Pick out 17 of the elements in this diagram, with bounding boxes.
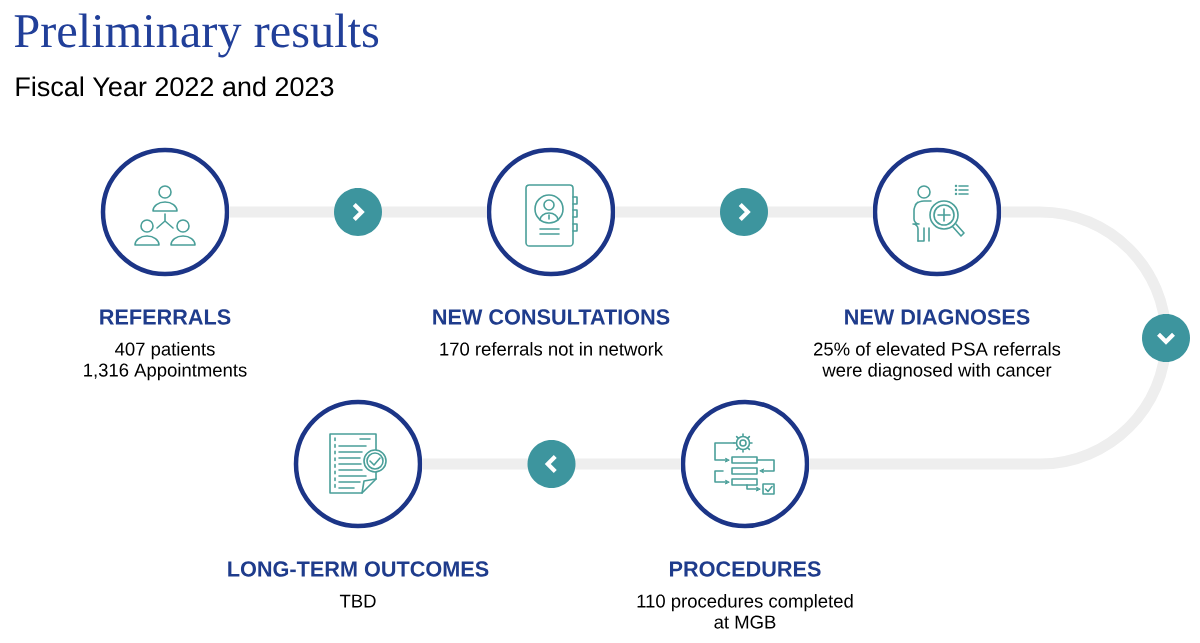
arrow xyxy=(615,188,873,236)
step-description: TBD xyxy=(339,594,376,608)
step-heading: PROCEDURES xyxy=(670,561,821,577)
step-heading: NEW CONSULTATIONS xyxy=(433,309,670,325)
step-description: 170 referrals not in network xyxy=(440,342,664,356)
step-description: 1,316 Appointments xyxy=(84,363,247,381)
step-heading: LONG-TERM OUTCOMES xyxy=(228,561,489,577)
arrow xyxy=(229,188,487,236)
step-heading: REFERRALS xyxy=(100,309,231,325)
subtitle: Fiscal Year 2022 and 2023 xyxy=(16,76,334,97)
step-description: 25% of elevated PSA referrals were diagnosed with cancer xyxy=(814,342,1061,381)
arrow xyxy=(809,206,1190,470)
step-heading: NEW DIAGNOSES xyxy=(845,309,1030,325)
arrow xyxy=(422,440,681,488)
title: Preliminary results xyxy=(14,13,379,58)
step-description: 110 procedures completed at MGB xyxy=(637,594,853,629)
step-description: 407 patients xyxy=(115,342,215,360)
